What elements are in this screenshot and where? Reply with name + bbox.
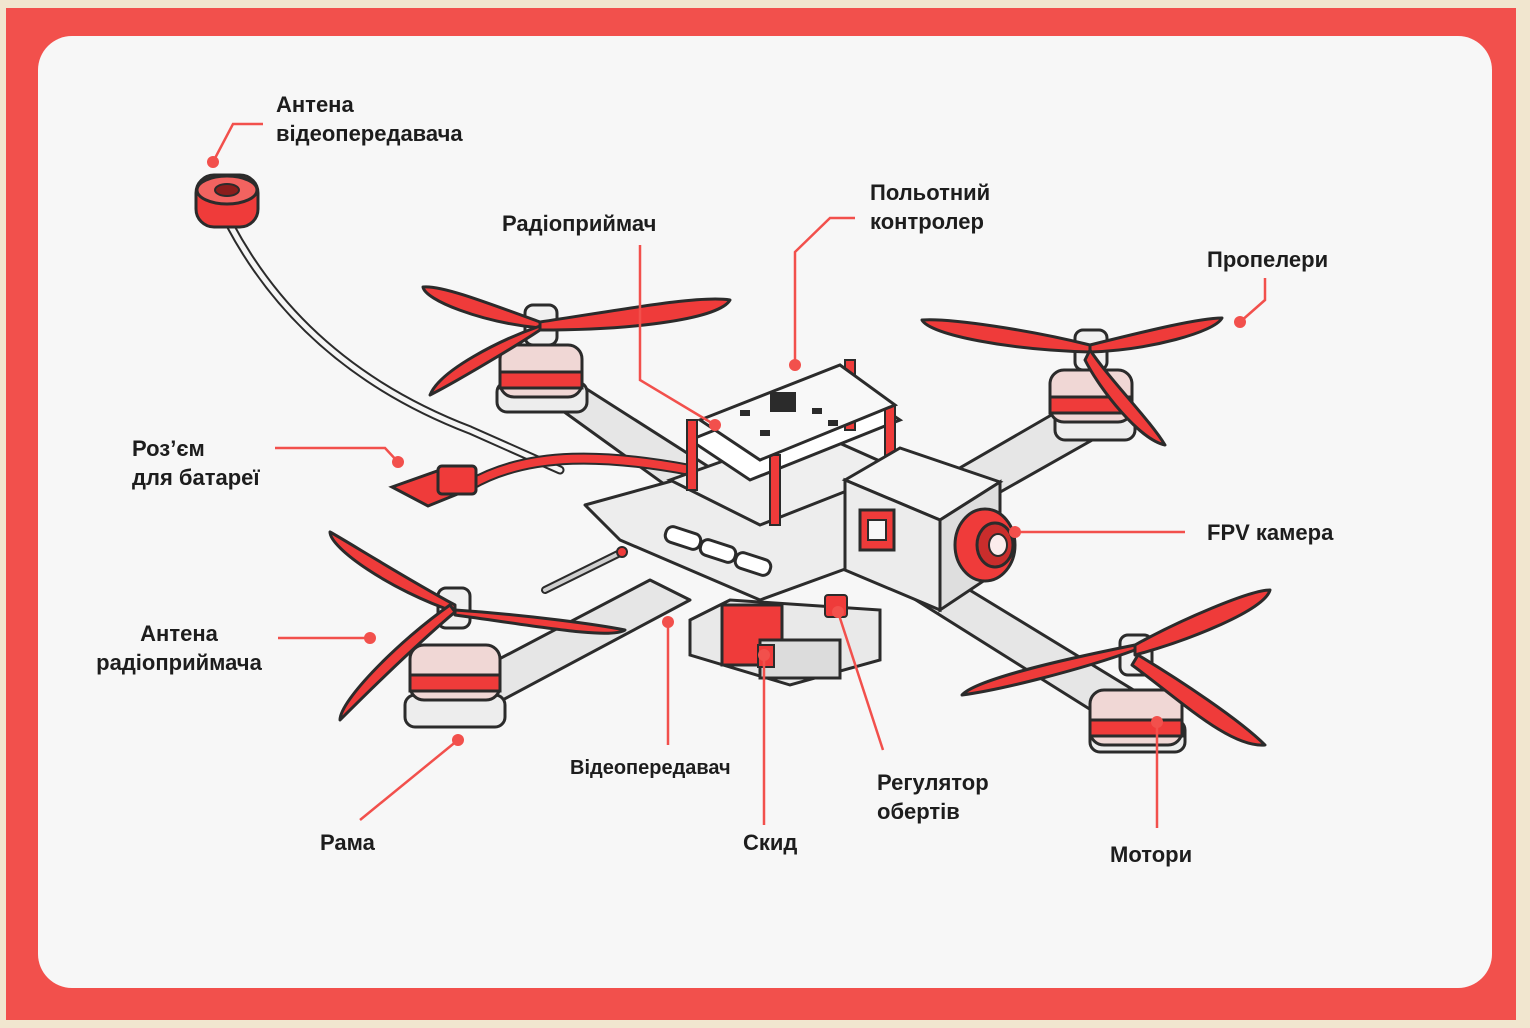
label-battery-connector: Роз’єм для батареї <box>132 436 260 490</box>
rx-antenna-part <box>541 546 628 594</box>
fpv-camera-part <box>841 446 1017 613</box>
label-motors: Мотори <box>1110 842 1193 867</box>
label-flight-controller: Польотний контролер <box>870 180 991 234</box>
label-vtx: Відеопередавач <box>570 757 731 779</box>
label-fpv-camera: FPV камера <box>1207 520 1334 545</box>
flight-stack <box>666 359 904 527</box>
callout-lines <box>211 122 1267 828</box>
label-frame: Рама <box>320 830 375 855</box>
vtx-antenna-part <box>194 173 565 475</box>
battery-connector-part <box>388 452 696 508</box>
label-vtx-antenna: Антена відеопередавача <box>276 92 463 146</box>
label-propellers: Пропелери <box>1207 247 1329 272</box>
label-esc: Регулятор обертів <box>877 770 989 824</box>
label-skid: Скид <box>743 830 798 855</box>
label-rx-antenna: Антена радіоприймача <box>96 621 262 675</box>
label-receiver: Радіоприймач <box>502 211 657 236</box>
propellers-part <box>328 285 1272 747</box>
skid-part <box>688 598 882 687</box>
callout-dots <box>207 156 1246 746</box>
motors-part <box>408 303 1184 747</box>
